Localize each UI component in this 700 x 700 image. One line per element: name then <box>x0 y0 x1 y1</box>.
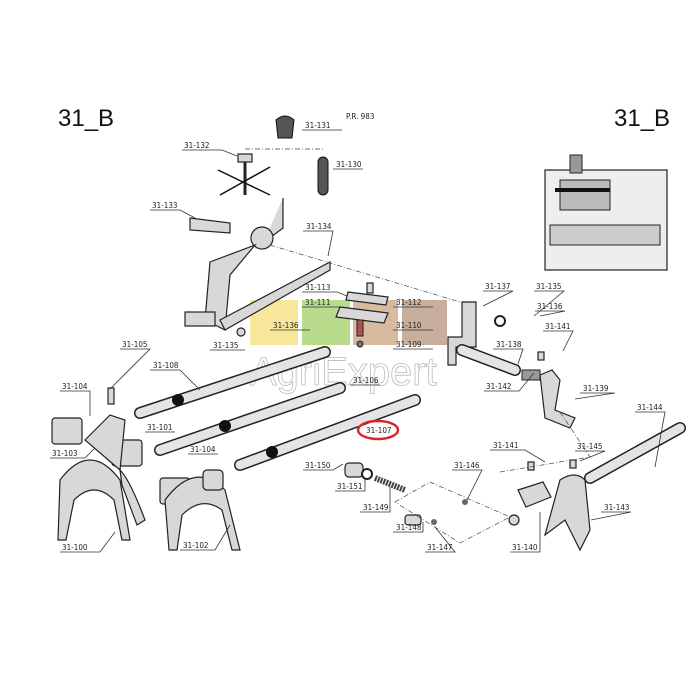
detent-parts <box>344 411 591 544</box>
reference-number: P.R. 983 <box>346 112 374 121</box>
label-31-151: 31-151 <box>337 482 363 491</box>
label-31-130: 31-130 <box>336 160 362 169</box>
page-code-left: 31_B <box>58 105 114 132</box>
label-31-101: 31-101 <box>147 423 173 432</box>
label-31-113: 31-113 <box>305 283 331 292</box>
gearbox-inset <box>544 154 668 271</box>
label-31-111: 31-111 <box>305 298 331 307</box>
label-31-148: 31-148 <box>396 523 422 532</box>
label-31-147: 31-147 <box>427 543 453 552</box>
part-labels: 31-131 31-132 31-130 31-133 31-134 31-11… <box>52 121 663 552</box>
page-code-right: 31_B <box>614 105 670 132</box>
label-31-146: 31-146 <box>454 461 480 470</box>
gear-lever <box>184 115 471 337</box>
label-31-131: 31-131 <box>305 121 331 130</box>
label-31-136-right: 31-136 <box>537 302 563 311</box>
label-31-100: 31-100 <box>62 543 88 552</box>
label-31-104: 31-104 <box>62 382 88 391</box>
label-31-106: 31-106 <box>353 376 379 385</box>
label-31-132: 31-132 <box>184 141 210 150</box>
label-31-149: 31-149 <box>363 503 389 512</box>
label-31-136: 31-136 <box>273 321 299 330</box>
label-31-112: 31-112 <box>396 298 422 307</box>
leader-lines <box>50 129 666 553</box>
label-31-138: 31-138 <box>496 340 522 349</box>
label-31-142: 31-142 <box>486 382 512 391</box>
label-31-144: 31-144 <box>637 403 663 412</box>
selector-assembly <box>447 301 686 552</box>
label-31-134: 31-134 <box>306 222 332 231</box>
label-31-108: 31-108 <box>153 361 179 370</box>
watermark-fence-tile <box>402 300 447 345</box>
label-31-105: 31-105 <box>122 340 148 349</box>
shift-forks <box>51 387 241 551</box>
label-31-137: 31-137 <box>485 282 511 291</box>
label-31-104-second: 31-104 <box>190 445 216 454</box>
label-31-135: 31-135 <box>213 341 239 350</box>
label-31-133: 31-133 <box>152 201 178 210</box>
label-31-110: 31-110 <box>396 321 422 330</box>
label-31-140: 31-140 <box>512 543 538 552</box>
highlight-ring-31-107 <box>356 419 400 441</box>
interlock-plates <box>335 282 389 348</box>
label-31-141-second: 31-141 <box>493 441 519 450</box>
label-31-109: 31-109 <box>396 340 422 349</box>
label-31-102: 31-102 <box>183 541 209 550</box>
label-31-141: 31-141 <box>545 322 571 331</box>
label-31-107: 31-107 <box>366 426 392 435</box>
label-31-103: 31-103 <box>52 449 78 458</box>
label-31-143: 31-143 <box>604 503 630 512</box>
label-31-135-right: 31-135 <box>536 282 562 291</box>
label-31-150: 31-150 <box>305 461 331 470</box>
label-31-145: 31-145 <box>577 442 603 451</box>
label-31-139: 31-139 <box>583 384 609 393</box>
shift-rails <box>134 346 421 471</box>
